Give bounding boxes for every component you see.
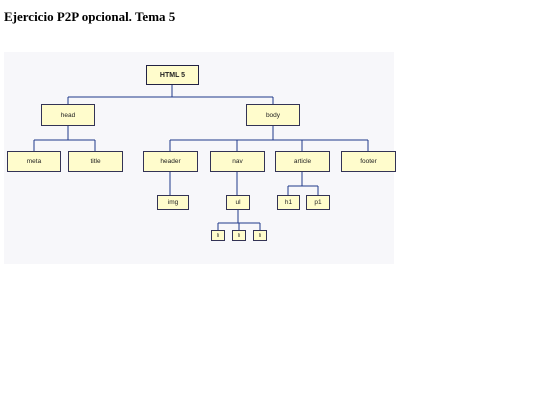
connector-body (169, 126, 369, 151)
node-html5: HTML 5 (146, 65, 199, 85)
node-body: body (246, 104, 300, 126)
connector-article (287, 172, 319, 195)
page-title: Ejercicio P2P opcional. Tema 5 (4, 9, 176, 24)
node-p1: p1 (306, 195, 330, 210)
node-nav: nav (210, 151, 265, 172)
connector-root (67, 85, 274, 104)
connector-head (33, 126, 96, 151)
node-li-1: li (211, 230, 225, 241)
node-ul: ul (226, 195, 250, 210)
node-footer: footer (341, 151, 396, 172)
node-li-2: li (232, 230, 246, 241)
node-head: head (41, 104, 95, 126)
node-title: title (68, 151, 123, 172)
node-article: article (275, 151, 330, 172)
node-h1: h1 (277, 195, 300, 210)
node-meta: meta (7, 151, 61, 172)
node-header: header (143, 151, 198, 172)
node-img: img (157, 195, 189, 210)
node-li-3: li (253, 230, 267, 241)
connector-ul (217, 210, 261, 230)
